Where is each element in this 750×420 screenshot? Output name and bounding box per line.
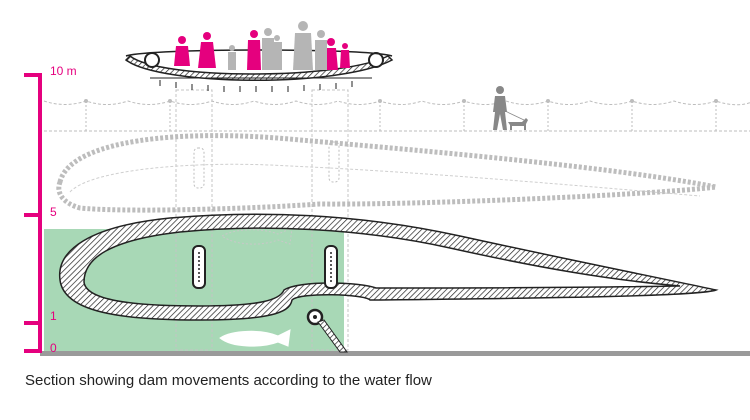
guide-slot-right <box>324 245 338 289</box>
scale-label-0: 0 <box>50 341 57 355</box>
railing-posts <box>85 101 717 131</box>
scale-label-10m: 10 m <box>50 64 77 78</box>
ghost-slot-right <box>328 141 340 183</box>
guide-slot-left <box>192 245 206 289</box>
ground-line <box>40 351 750 356</box>
diagram-caption: Section showing dam movements according … <box>25 372 432 389</box>
raised-platform-icon <box>124 49 394 92</box>
ghost-slot-left <box>193 147 205 189</box>
pedestrian-icon <box>493 86 507 130</box>
dam-body <box>59 213 719 321</box>
fish-icon <box>219 329 291 347</box>
hinge-pivot-icon <box>306 308 348 353</box>
scale-label-5: 5 <box>50 205 57 219</box>
height-scale <box>24 73 42 353</box>
ghost-dam-upper <box>56 133 717 213</box>
ghost-fish-icon <box>221 227 293 245</box>
people-group-icon <box>174 21 350 70</box>
walkway-railing <box>43 100 750 132</box>
ghost-dam-mid <box>69 163 701 197</box>
dog-icon <box>502 109 528 130</box>
railing-knobs <box>84 99 718 103</box>
scale-label-1: 1 <box>50 309 57 323</box>
